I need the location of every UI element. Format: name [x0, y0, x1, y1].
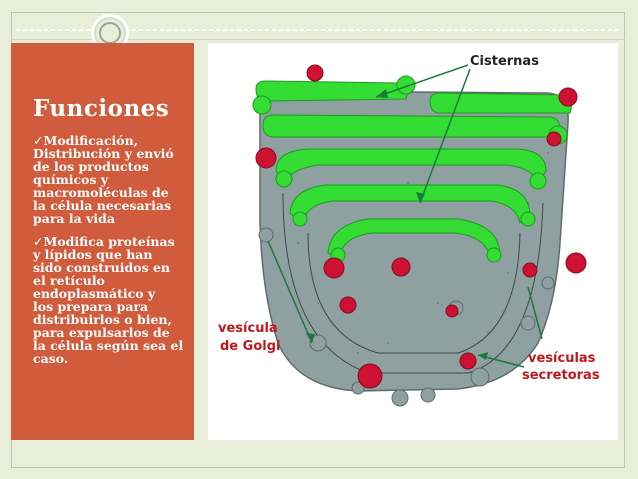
- bullet-2: ✓Modifica proteínas y lípidos que han si…: [33, 235, 186, 365]
- slide-title: Funciones: [33, 95, 186, 122]
- label-vesiculas-secretoras-line1: vesículas: [528, 351, 596, 366]
- golgi-apparatus-illustration: Cisternas vesícula de Golgi vesículas se…: [208, 43, 618, 440]
- sidebar-panel: Funciones ✓Modificación, Distribución y …: [11, 43, 194, 440]
- bottom-band: [11, 450, 625, 468]
- bullet-1: ✓Modificación, Distribución y envió de l…: [33, 134, 186, 225]
- decorative-dash-right: [132, 29, 618, 31]
- label-vesiculas-secretoras-line2: secretoras: [522, 368, 600, 383]
- cisterna-1b: [430, 93, 572, 113]
- cisterna-2: [263, 115, 560, 137]
- label-vesicula-golgi-line1: vesícula: [218, 321, 278, 336]
- bullet-2-line-10: caso.: [33, 351, 68, 366]
- decorative-dash-left: [16, 29, 96, 31]
- label-vesicula-golgi-line2: de Golgi: [220, 339, 280, 354]
- bullet-1-line-7: para la vida: [33, 211, 115, 226]
- label-cisternas: Cisternas: [470, 54, 539, 69]
- golgi-diagram: Cisternas vesícula de Golgi vesículas se…: [208, 43, 618, 440]
